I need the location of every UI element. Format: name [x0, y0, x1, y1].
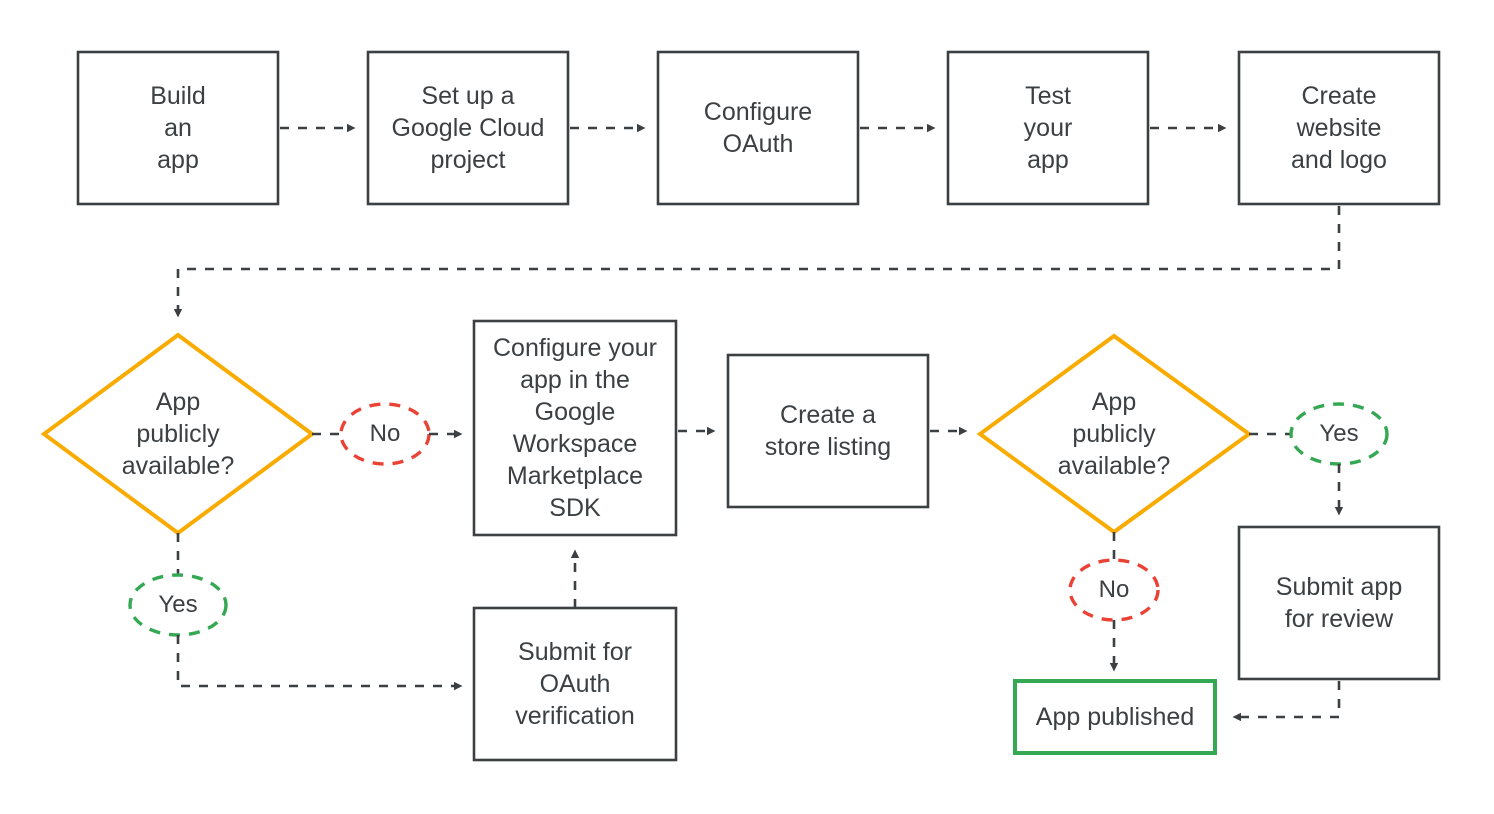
node-build-an-app-shape[interactable] [76, 50, 280, 206]
node-setup-gcp-shape[interactable] [366, 50, 570, 206]
edge-label-right-no-ellipse [1068, 558, 1160, 622]
node-setup-gcp[interactable] [368, 52, 568, 204]
node-submit-app-review[interactable] [1239, 527, 1439, 679]
node-create-website-logo-shape[interactable] [1237, 50, 1441, 206]
node-create-store-listing-shape[interactable] [726, 353, 930, 509]
node-app-published-shape[interactable] [1013, 679, 1217, 755]
edge-label-left-yes-ellipse [128, 573, 228, 637]
node-decision-public-right[interactable] [980, 336, 1249, 532]
node-create-store-listing[interactable] [728, 355, 928, 507]
node-decision-public-left[interactable] [44, 335, 312, 533]
node-app-published[interactable] [1015, 681, 1215, 753]
node-test-your-app-shape[interactable] [946, 50, 1150, 206]
node-submit-app-review-shape[interactable] [1237, 525, 1441, 681]
edge-label-left-no-ellipse [339, 402, 431, 466]
edge-submit-app-review-to-app-published [1232, 681, 1341, 722]
node-configure-oauth-shape[interactable] [656, 50, 860, 206]
node-test-your-app[interactable] [948, 52, 1148, 204]
node-create-website-logo[interactable] [1239, 52, 1439, 204]
edge-yes-label-to-submit-oauth [176, 635, 463, 691]
node-configure-sdk-shape[interactable] [472, 319, 678, 537]
edge-create-website-to-decision-left [173, 206, 1341, 318]
node-submit-oauth-verification-shape[interactable] [472, 606, 678, 762]
node-configure-sdk[interactable] [474, 321, 676, 535]
edge-label-right-yes-ellipse [1289, 402, 1389, 466]
node-build-an-app[interactable] [78, 52, 278, 204]
node-submit-oauth-verification[interactable] [474, 608, 676, 760]
node-configure-oauth[interactable] [658, 52, 858, 204]
